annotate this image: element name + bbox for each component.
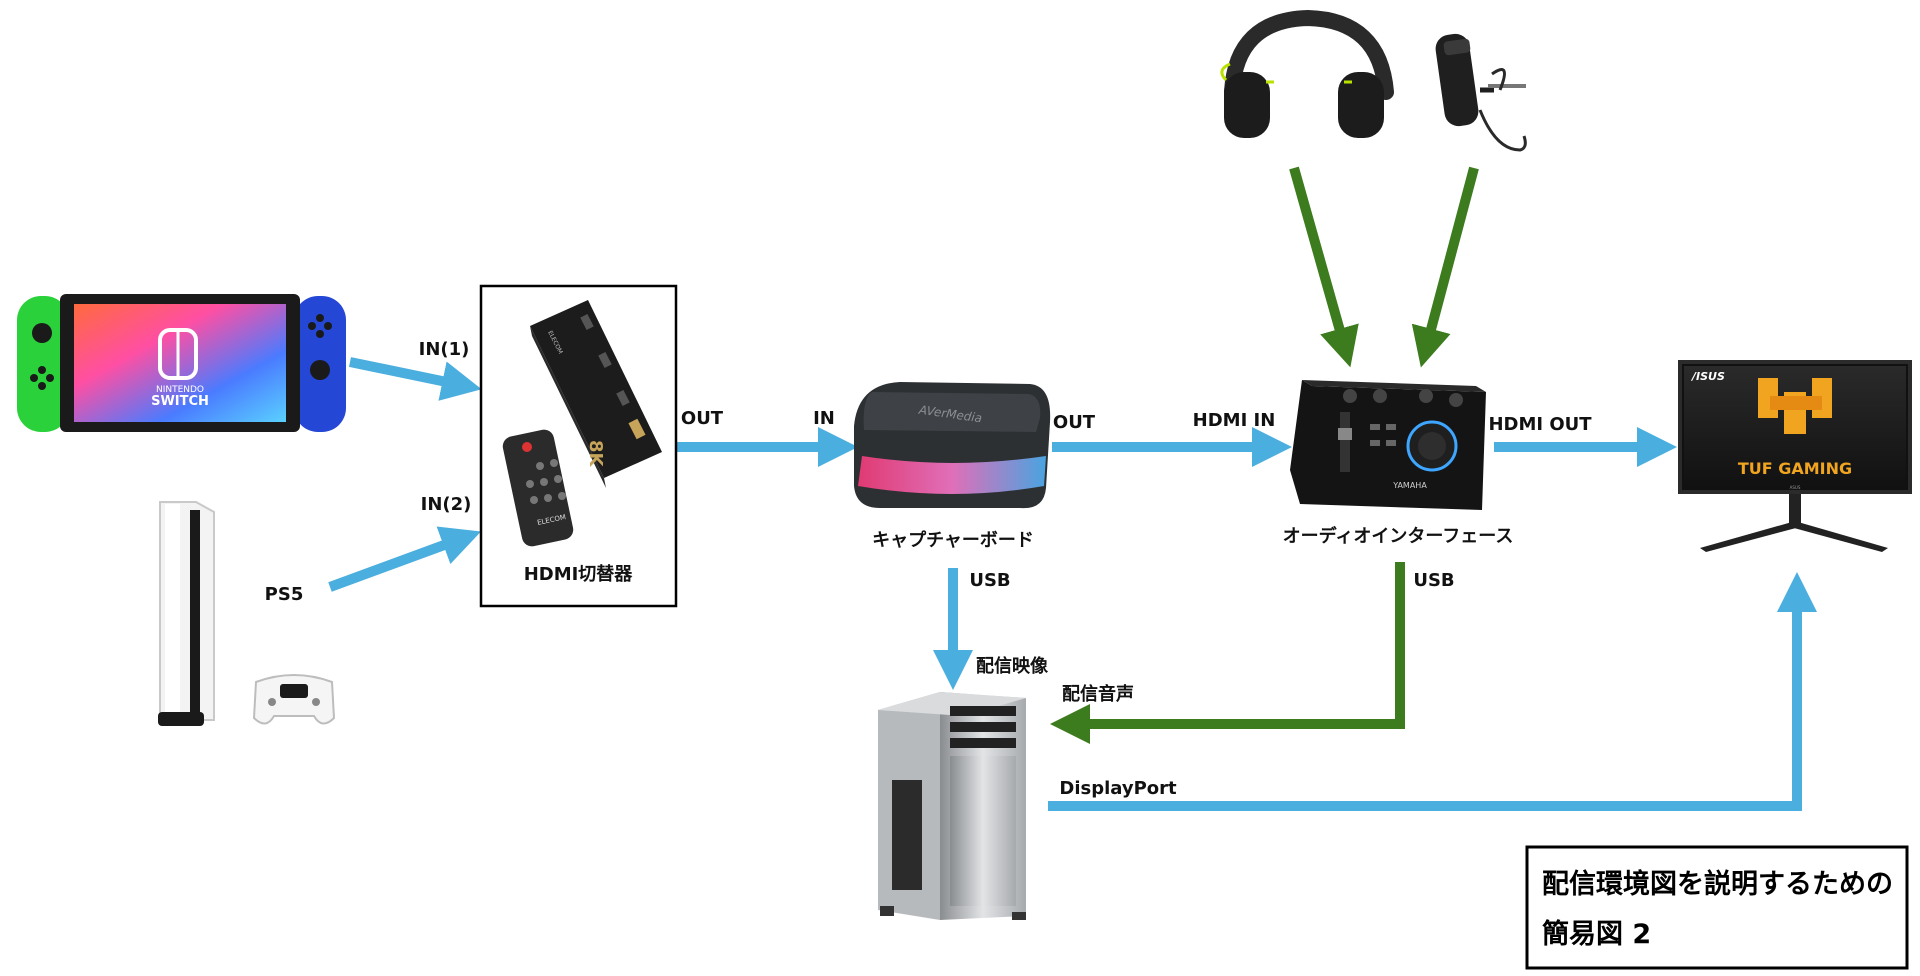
ps5-label: PS5 xyxy=(265,584,304,605)
connectors xyxy=(328,166,1817,811)
arrow-ps5-to-hdmi-in2 xyxy=(328,526,482,592)
monitor-brand: /ISUS xyxy=(1690,370,1725,383)
audio-interface-brand: YAMAHA xyxy=(1392,481,1427,490)
displayport-label: DisplayPort xyxy=(1059,778,1177,799)
ps5-console-icon xyxy=(158,501,336,726)
switch-out-label: OUT xyxy=(681,408,724,429)
capture-in-label: IN xyxy=(813,408,835,429)
audio-interface-label: オーディオインターフェース xyxy=(1283,525,1514,547)
arrow-pc-displayport-to-monitor xyxy=(1048,572,1817,811)
monitor-screen-text: TUF GAMING xyxy=(1738,459,1852,478)
title-line1: 配信環境図を説明するための xyxy=(1542,868,1893,900)
microphone-icon xyxy=(1435,33,1527,152)
audio-interface-icon: YAMAHA xyxy=(1290,380,1486,510)
switch-logo-line2: SWITCH xyxy=(151,394,209,409)
switch-logo-line1: NINTENDO xyxy=(156,385,204,395)
hdmi-in-label: HDMI IN xyxy=(1193,410,1276,431)
arrow-switch-to-hdmi-in1 xyxy=(348,357,482,401)
monitor-icon: /ISUS TUF GAMING ASUS xyxy=(1678,360,1912,552)
headphones-icon xyxy=(1220,9,1394,138)
in2-label: IN(2) xyxy=(421,494,472,515)
capture-usb-label: USB xyxy=(969,570,1010,591)
audio-usb-label: USB xyxy=(1413,570,1454,591)
stream-audio-label: 配信音声 xyxy=(1062,683,1134,705)
monitor-bezel-text: ASUS xyxy=(1790,485,1801,490)
hdmi-switcher-icon: 8K ELECOM ELECOM xyxy=(502,300,662,547)
title-line2: 簡易図 2 xyxy=(1542,918,1651,950)
arrow-audio-usb-to-pc xyxy=(1050,562,1405,744)
capture-out-label: OUT xyxy=(1053,412,1096,433)
arrow-mic-to-audio xyxy=(1411,166,1479,368)
hdmi-switcher-badge: 8K xyxy=(585,440,606,468)
stream-video-label: 配信映像 xyxy=(976,655,1049,677)
in1-label: IN(1) xyxy=(419,339,470,360)
hdmi-out-label: HDMI OUT xyxy=(1488,414,1592,435)
pc-tower-icon xyxy=(878,692,1026,920)
hdmi-switcher-frame xyxy=(479,284,678,608)
title-box xyxy=(1525,845,1909,970)
capture-board-icon: AVerMedia xyxy=(854,382,1051,509)
capture-board-label: キャプチャーボード xyxy=(872,529,1034,551)
arrow-headphones-to-audio xyxy=(1289,166,1359,368)
hdmi-switcher-label: HDMI切替器 xyxy=(524,563,634,585)
nintendo-switch-icon: NINTENDO SWITCH xyxy=(17,294,346,432)
